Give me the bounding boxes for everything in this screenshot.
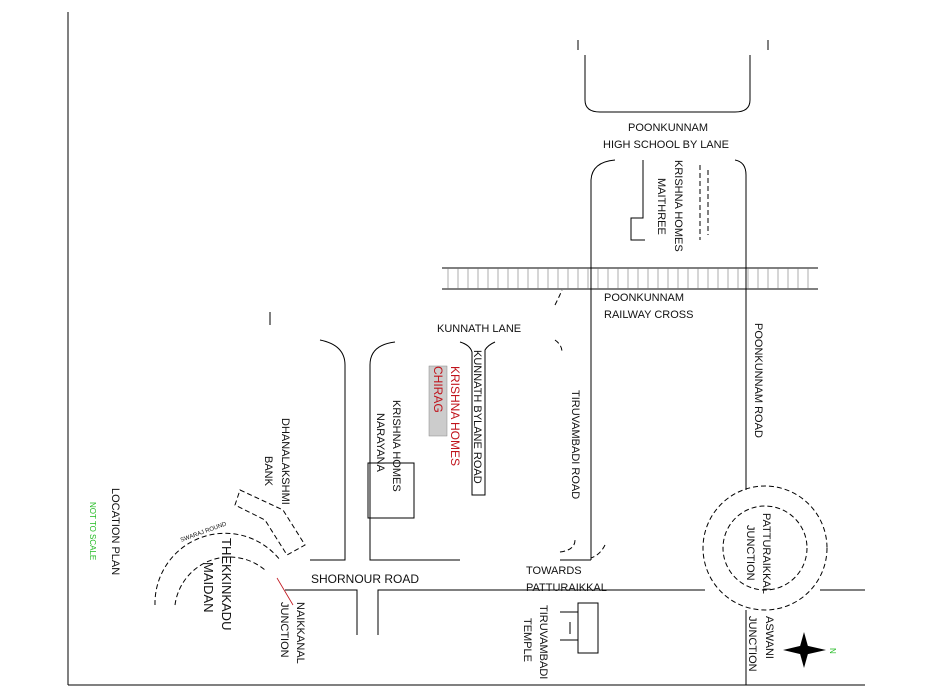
temple-label: TEMPLE — [521, 618, 533, 662]
shornour-road-bottom — [285, 589, 358, 635]
naikkanal-pointer — [276, 577, 294, 606]
tiruvambadi-road — [590, 159, 616, 560]
narayana-label: NARAYANA — [374, 413, 386, 473]
high-school-lane-label: HIGH SCHOOL BY LANE — [603, 139, 729, 151]
kunnath-bylane-road — [459, 341, 496, 496]
patturaikkal-roundabout-outer — [702, 485, 828, 611]
railway-cross-label: POONKUNNAM — [604, 292, 684, 304]
temple-label: TIRUVAMBADI — [537, 605, 549, 679]
temple-icon — [560, 602, 599, 654]
bank-label: DHANALAKSHMI — [279, 418, 291, 505]
high-school-lane-label: POONKUNNAM — [628, 122, 708, 134]
narayana-plot — [367, 462, 415, 519]
poonkunnam-road — [734, 159, 747, 490]
swaraj-round-inner — [174, 556, 266, 606]
towards-patturaikkal-label: PATTURAIKKAL — [526, 582, 607, 594]
north-compass-icon — [783, 632, 826, 668]
towards-patturaikkal-label: TOWARDS — [526, 565, 582, 577]
kunnath-lane-curve — [554, 339, 563, 353]
kunnath-lane-curve — [554, 289, 563, 306]
dhanalakshmi-bank-plot — [234, 489, 306, 556]
patturaikkal-junction-label: JUNCTION — [744, 525, 756, 581]
north-label: N — [828, 648, 837, 654]
kunnath-bylane-road-label: KUNNATH BYLANE ROAD — [471, 350, 483, 484]
chirag-plot — [428, 365, 448, 437]
maithree-plot — [630, 160, 645, 241]
bank-label: BANK — [262, 456, 274, 487]
naikkanal-junction-label: JUNCTION — [278, 602, 290, 658]
swaraj-round-outer — [154, 532, 281, 606]
aswani-junction-label: ASWANI — [763, 616, 775, 659]
patturaikkal-junction-label: PATTURAIKKAL — [760, 513, 772, 594]
not-to-scale-note: NOT TO SCALE — [88, 502, 97, 560]
west-road-left — [310, 339, 346, 561]
poonkunnam-road-label: POONKUNNAM ROAD — [752, 323, 764, 438]
junction-curve — [559, 539, 576, 553]
kunnath-lane-label: KUNNATH LANE — [437, 323, 521, 335]
aswani-junction-label: JUNCTION — [746, 616, 758, 672]
patturaikkal-roundabout-inner — [722, 505, 808, 591]
location-plan-title: LOCATION PLAN — [109, 488, 121, 575]
maidan-label: THEKKINKADU — [219, 538, 234, 630]
narayana-label: KRISHNA HOMES — [390, 400, 402, 492]
railway-track — [442, 267, 818, 290]
shornour-road-label: SHORNOUR ROAD — [311, 572, 419, 586]
tiruvambadi-road-label: TIRUVAMBADI ROAD — [569, 390, 581, 499]
maithree-label: KRISHNA HOMES — [672, 160, 684, 252]
naikkanal-junction-label: NAIKKANAL — [294, 602, 306, 664]
chirag-label: CHIRAG — [431, 366, 445, 413]
junction-curve — [590, 544, 606, 559]
high-school-lane-road — [584, 55, 751, 113]
maidan-label: MAIDAN — [201, 562, 216, 613]
chirag-label: KRISHNA HOMES — [448, 366, 462, 466]
west-road-right — [369, 341, 460, 561]
shornour-road-bottom — [377, 589, 705, 635]
maithree-label: MAITHREE — [655, 178, 667, 235]
railway-cross-label: RAILWAY CROSS — [604, 309, 693, 321]
